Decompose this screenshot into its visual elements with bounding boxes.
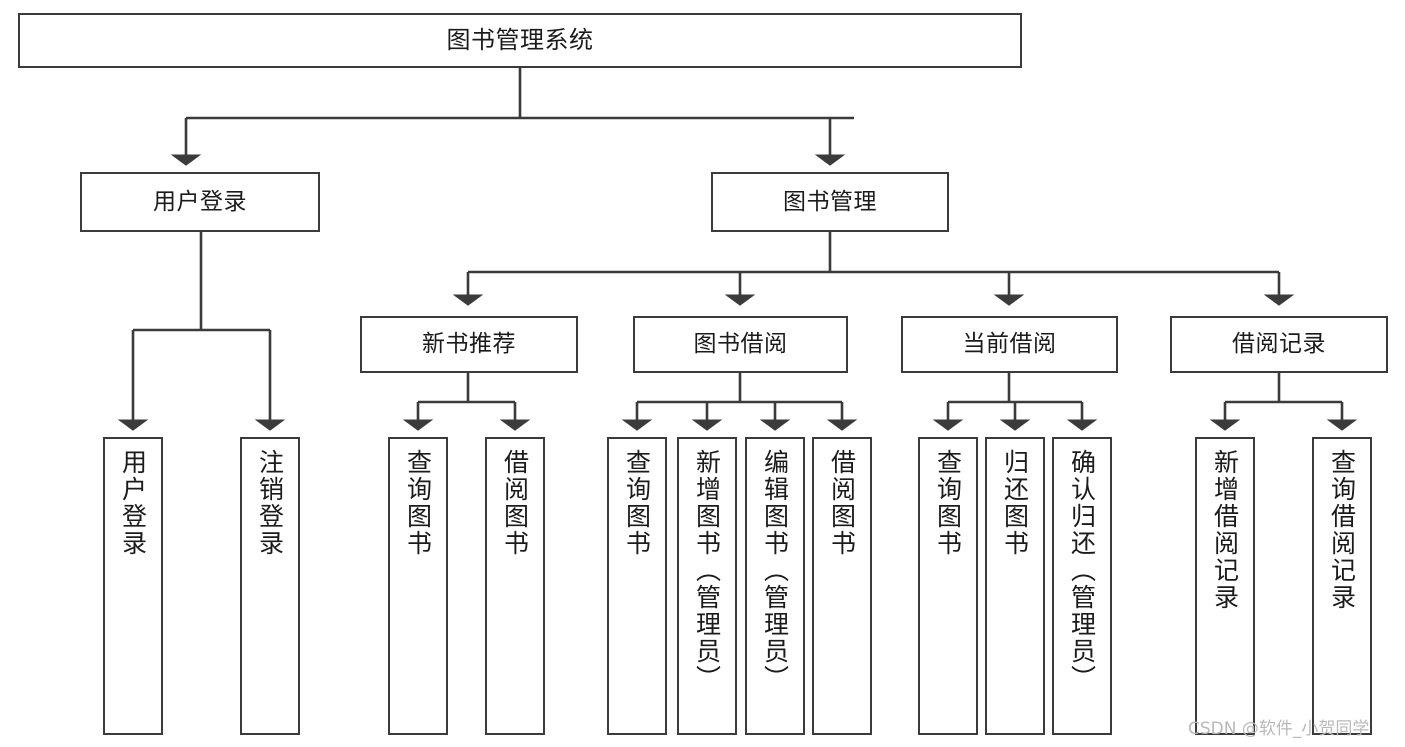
leaf-user-login-login[interactable]: 用户登录 — [103, 437, 163, 735]
node-label: 新增图书（管理员） — [692, 449, 722, 692]
node-root-system[interactable]: 图书管理系统 — [18, 13, 1022, 68]
node-label: 查询图书 — [622, 449, 652, 557]
node-label: 借阅记录 — [1232, 331, 1326, 358]
node-book-borrow[interactable]: 图书借阅 — [633, 316, 848, 373]
node-label: 注销登录 — [255, 449, 285, 557]
node-user-login[interactable]: 用户登录 — [80, 172, 320, 232]
node-new-book-recommend[interactable]: 新书推荐 — [360, 316, 578, 373]
leaf-borrow-query-book[interactable]: 查询图书 — [607, 437, 667, 735]
node-borrow-record[interactable]: 借阅记录 — [1170, 316, 1388, 373]
node-current-borrow[interactable]: 当前借阅 — [901, 316, 1118, 373]
leaf-new-book-query[interactable]: 查询图书 — [388, 437, 448, 735]
node-label: 查询图书 — [933, 449, 963, 557]
leaf-current-confirm-return-admin[interactable]: 确认归还（管理员） — [1052, 437, 1112, 735]
leaf-current-query-book[interactable]: 查询图书 — [918, 437, 978, 735]
node-label: 确认归还（管理员） — [1067, 449, 1097, 692]
leaf-record-query-record[interactable]: 查询借阅记录 — [1312, 437, 1372, 735]
node-label: 图书借阅 — [693, 331, 788, 358]
node-label: 用户登录 — [118, 449, 148, 557]
leaf-new-book-borrow[interactable]: 借阅图书 — [485, 437, 545, 735]
leaf-borrow-edit-book-admin[interactable]: 编辑图书（管理员） — [745, 437, 805, 735]
node-label: 用户登录 — [153, 188, 247, 215]
node-label: 图书管理系统 — [446, 25, 594, 54]
node-label: 归还图书 — [1000, 449, 1030, 557]
node-book-management[interactable]: 图书管理 — [711, 172, 949, 232]
node-label: 查询借阅记录 — [1327, 449, 1357, 611]
node-label: 借阅图书 — [827, 449, 857, 557]
leaf-user-login-logout[interactable]: 注销登录 — [240, 437, 300, 735]
node-label: 借阅图书 — [500, 449, 530, 557]
leaf-record-add-record[interactable]: 新增借阅记录 — [1195, 437, 1255, 735]
node-label: 新增借阅记录 — [1210, 449, 1240, 611]
node-label: 查询图书 — [403, 449, 433, 557]
leaf-borrow-borrow-book[interactable]: 借阅图书 — [812, 437, 872, 735]
node-label: 新书推荐 — [422, 331, 516, 358]
leaf-current-return-book[interactable]: 归还图书 — [985, 437, 1045, 735]
leaf-borrow-add-book-admin[interactable]: 新增图书（管理员） — [677, 437, 737, 735]
node-label: 当前借阅 — [962, 331, 1057, 358]
node-label: 图书管理 — [783, 188, 877, 215]
node-label: 编辑图书（管理员） — [760, 449, 790, 692]
